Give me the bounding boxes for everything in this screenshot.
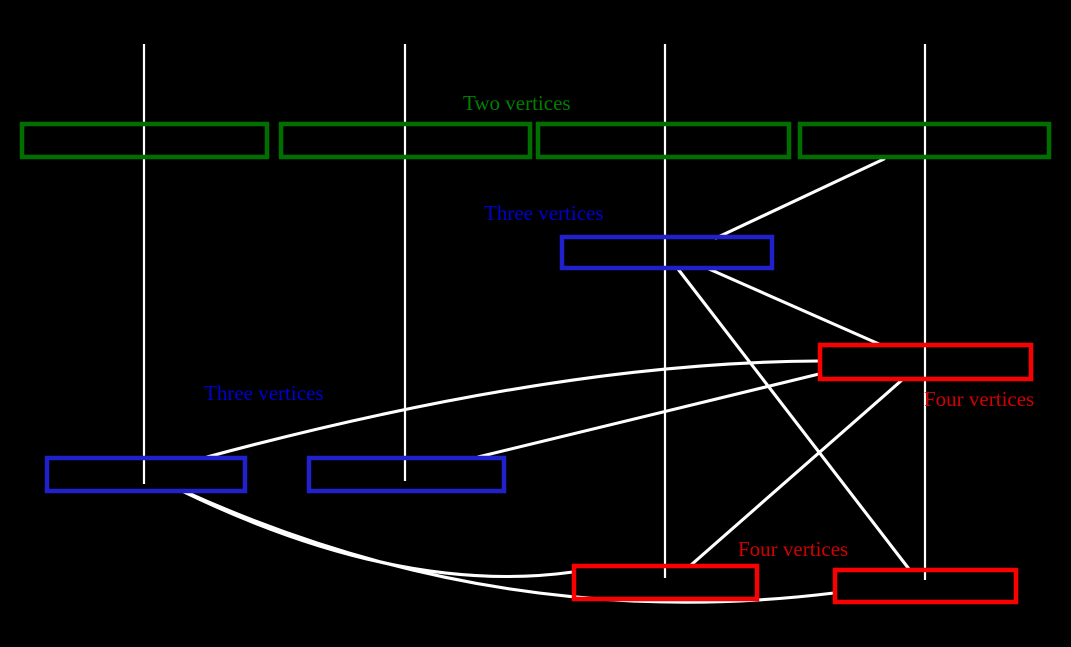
nodes-layer [19,121,1052,605]
node-box-three-vertices[interactable] [44,455,248,494]
edge-connector [476,372,821,459]
label-two-vertices: Two vertices [463,91,571,115]
node-box-four-vertices[interactable] [832,567,1019,605]
node-box-two-vertices[interactable] [797,121,1052,160]
node-box-four-vertices[interactable] [571,563,760,602]
node-box-two-vertices[interactable] [19,121,270,160]
edge-connector [714,157,886,240]
edge-connector [707,267,881,346]
label-three-vertices-left: Three vertices [204,381,324,405]
label-four-vertices-right: Four vertices [924,387,1034,411]
edge-connector [676,267,911,571]
node-box-four-vertices[interactable] [817,342,1034,382]
edge-connector [205,359,821,459]
edge-connector [689,378,904,567]
stems-layer [142,44,927,580]
node-box-two-vertices[interactable] [278,121,533,160]
node-box-three-vertices[interactable] [559,234,775,271]
node-box-two-vertices[interactable] [535,121,792,160]
node-box-three-vertices[interactable] [306,455,507,494]
label-four-vertices-bottom: Four vertices [738,537,848,561]
label-three-vertices-top: Three vertices [484,201,604,225]
